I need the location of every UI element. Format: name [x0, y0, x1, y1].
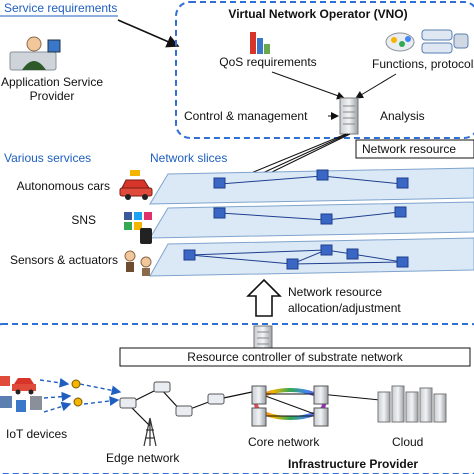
slice-cars-links — [219, 175, 403, 185]
iot-devices-icon — [0, 376, 42, 412]
sns-apps-icon — [124, 212, 152, 244]
qos-to-controller-arrow — [271, 71, 345, 100]
qos-label: QoS requirements — [219, 55, 316, 69]
requirements-arrow — [117, 19, 180, 48]
functions-label: Functions, protocols — [372, 57, 474, 71]
edge-network-label: Edge network — [106, 451, 180, 465]
resource-controller-label: Resource controller of substrate network — [187, 350, 403, 364]
substrate-controller-server-icon — [253, 325, 273, 351]
sensors-actuators-icon — [124, 250, 152, 276]
infrastructure-provider-label: Infrastructure Provider — [288, 457, 418, 471]
slice-plane-sns — [149, 201, 474, 239]
core-switch-icons — [251, 385, 329, 427]
resource-controller-box — [119, 347, 471, 367]
control-management-label: Control & management — [184, 109, 308, 123]
service-requirements-label: Service requirements — [4, 1, 117, 15]
car-icon — [119, 170, 153, 200]
functions-icon — [385, 29, 469, 54]
analysis-label: Analysis — [380, 109, 425, 123]
slice-cars-nodes — [213, 169, 409, 189]
cell-tower-icon — [143, 417, 157, 447]
cloud-datacenter-icon — [377, 385, 447, 423]
service-label-autonomous-cars: Autonomous cars — [17, 179, 110, 193]
core-network-links — [259, 393, 381, 417]
allocation-label-line1: Network resource — [288, 285, 382, 299]
network-slices-header: Network slices — [150, 151, 227, 165]
vno-controller-server-icon — [339, 97, 359, 135]
provider-label-line2: Provider — [30, 89, 75, 103]
network-resource-label: Network resource — [362, 142, 456, 156]
slice-plane-cars — [149, 167, 474, 205]
infrastructure-box — [0, 323, 474, 474]
qos-bars-icon — [250, 32, 270, 54]
vno-box — [175, 1, 474, 139]
functions-to-controller-arrow — [355, 73, 397, 99]
vno-title: Virtual Network Operator (VNO) — [228, 7, 407, 21]
iot-wireless-links — [39, 377, 122, 413]
slice-sns-links — [219, 211, 401, 221]
slice-sns-nodes — [213, 206, 407, 225]
edge-router-icons — [119, 381, 225, 417]
allocation-up-arrow — [246, 278, 282, 317]
service-provider-person-icon — [9, 36, 61, 71]
allocation-label-line2: allocation/adjustment — [288, 301, 401, 315]
service-label-sensors: Sensors & actuators — [10, 253, 118, 267]
core-network-label: Core network — [248, 435, 320, 449]
slice-plane-sensors — [149, 237, 474, 277]
provider-label-line1: Application Service — [1, 75, 103, 89]
cloud-label: Cloud — [392, 435, 423, 449]
slice-sensors-nodes — [183, 244, 409, 270]
network-resource-box — [355, 139, 474, 159]
iot-devices-label: IoT devices — [6, 427, 67, 441]
service-label-sns: SNS — [71, 213, 96, 227]
various-services-header: Various services — [4, 151, 91, 165]
slice-sensors-links — [189, 249, 403, 265]
iot-gateway-icon — [71, 379, 83, 407]
